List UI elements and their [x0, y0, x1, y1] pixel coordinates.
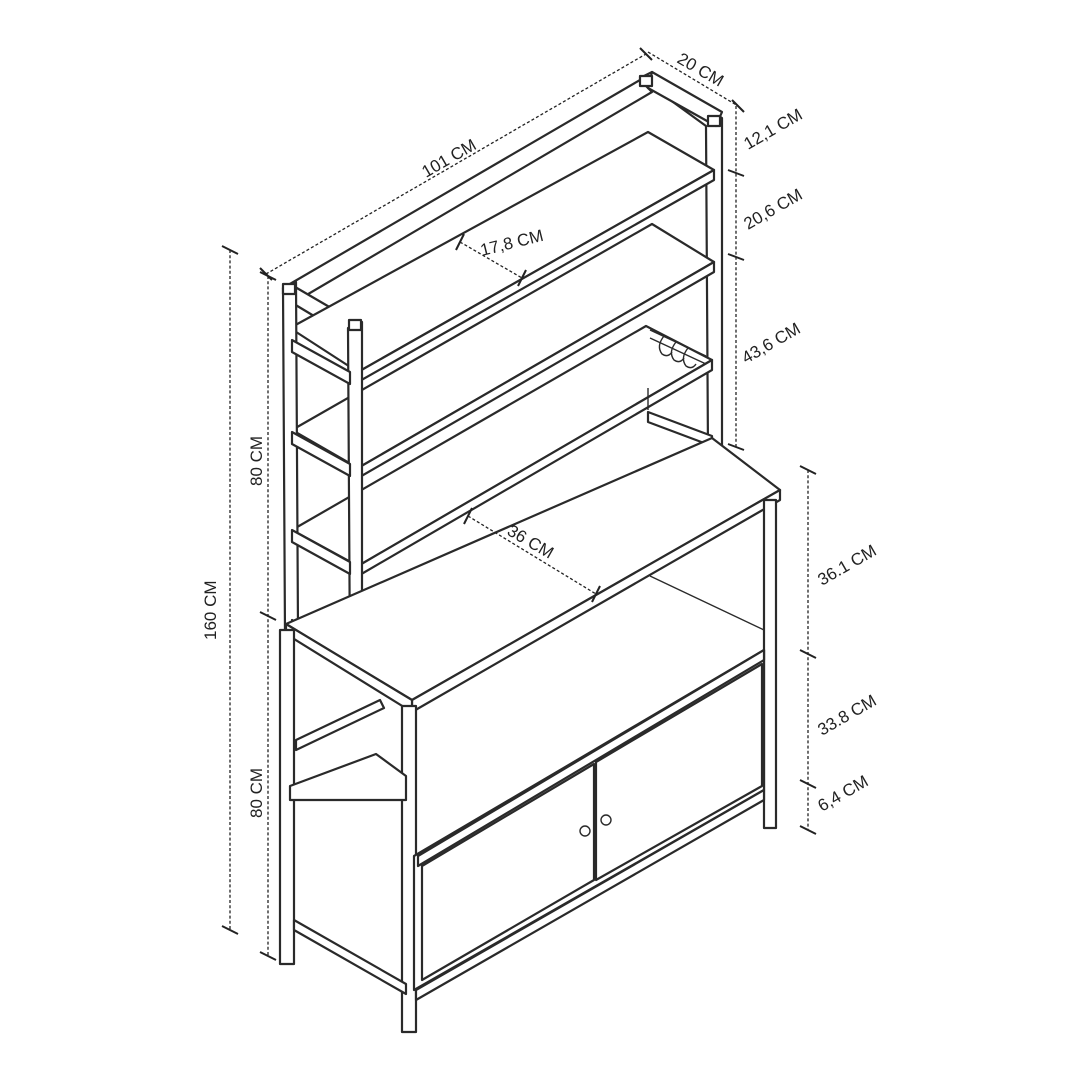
dimension-tick	[463, 507, 473, 525]
dimension-tick	[731, 99, 745, 113]
dimension-tick	[591, 585, 601, 603]
hook-icon	[658, 335, 673, 357]
hook-rail	[649, 329, 707, 357]
dimension-tick	[727, 253, 745, 261]
hutch-lower-gap-label: 43,6 CM	[739, 319, 804, 368]
hutch-front-left-post	[281, 280, 300, 638]
dimension-tick	[799, 649, 817, 659]
dimension-tick	[259, 271, 277, 281]
base-left-back-leg	[278, 628, 296, 966]
leg-height-label: 6,4 CM	[815, 772, 872, 816]
cabinet-height-label: 33.8 CM	[815, 691, 880, 740]
dimension-tick	[259, 611, 277, 621]
hook-icon	[682, 347, 697, 369]
dimension-tick	[455, 233, 465, 251]
base-bottom-front-rail	[414, 788, 766, 1002]
cabinet-right-door	[594, 662, 764, 882]
total-height-label: 160 CM	[201, 580, 220, 640]
dimension-lines	[221, 47, 817, 961]
post-cap	[638, 74, 654, 88]
hook-icon	[670, 341, 685, 363]
hutch-rung-3	[290, 528, 352, 576]
hutch-back-mid-rail	[646, 410, 714, 448]
dimension-tick	[259, 951, 277, 961]
depth-top-label: 20 CM	[674, 49, 727, 90]
dimension-tick	[727, 169, 745, 177]
hutch-rung-2	[290, 430, 352, 478]
cabinet-top-panel	[416, 648, 766, 868]
depth-dimension-line	[647, 51, 739, 107]
counter-gap-label: 36.1 CM	[815, 541, 880, 590]
dimension-tick	[799, 779, 817, 789]
dimension-tick	[727, 443, 745, 451]
door-knob-icon	[579, 825, 591, 837]
dimension-tick	[517, 269, 527, 287]
second-gap-label: 20,6 CM	[741, 185, 806, 234]
base-structure	[278, 436, 782, 1034]
width-top-label: 101 CM	[419, 135, 480, 181]
dimension-tick	[639, 47, 653, 61]
width-dimension-line	[265, 53, 647, 275]
shelf-depth-dimension-line	[459, 241, 523, 279]
hooks	[658, 335, 697, 369]
hook-rail-bottom	[649, 337, 707, 365]
door-knob-icon	[600, 814, 612, 826]
base-side-rail-top	[294, 698, 386, 752]
dimension-tick	[221, 245, 239, 255]
lower-height-label: 80 CM	[247, 768, 266, 818]
counter-back-rail	[649, 575, 765, 631]
top-gap-label: 12,1 CM	[741, 105, 806, 154]
cabinet-left-door	[420, 762, 596, 982]
dimension-tick	[799, 465, 817, 475]
counter-depth-dimension-line	[467, 515, 597, 595]
dimension-tick	[221, 925, 239, 935]
base-bottom-side-rail	[292, 918, 408, 996]
upper-height-label: 80 CM	[247, 436, 266, 486]
post-cap	[347, 318, 363, 332]
dimension-tick	[799, 825, 817, 835]
base-right-leg	[762, 498, 778, 830]
base-lower-shelf	[288, 752, 408, 802]
hutch-rung-1	[290, 338, 352, 386]
post-cap	[706, 114, 722, 128]
post-cap	[281, 282, 297, 296]
